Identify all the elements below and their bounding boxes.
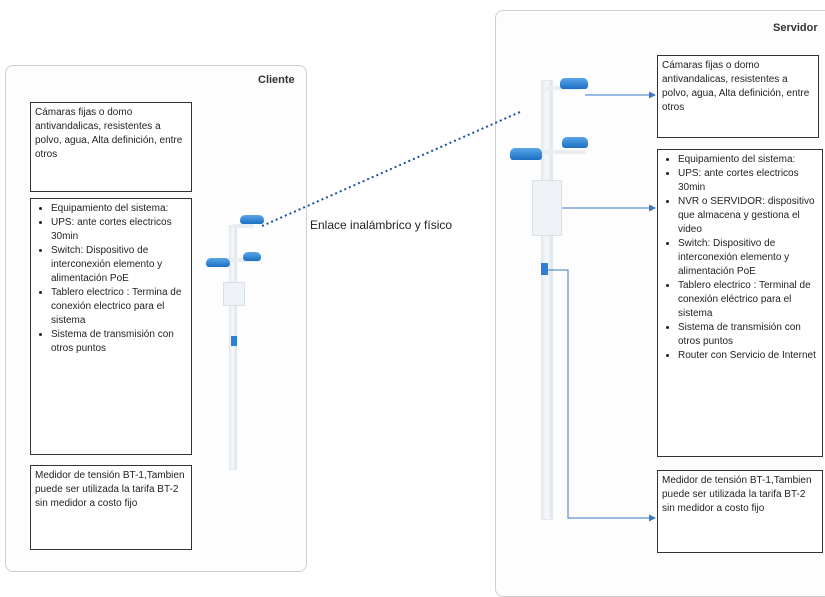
servidor-equipment-item: NVR o SERVIDOR: dispositivo que almacena… xyxy=(678,195,818,237)
servidor-meter-icon xyxy=(541,263,548,275)
servidor-pole xyxy=(541,80,553,520)
servidor-cameras-text: Cámaras fijas o domo antivandalicas, res… xyxy=(662,60,810,113)
cliente-cameras-text: Cámaras fijas o domo antivandalicas, res… xyxy=(35,107,183,160)
cliente-equipment-item: UPS: ante cortes electricos 30min xyxy=(51,216,187,244)
cliente-equipment-item: Sistema de transmisión con otros puntos xyxy=(51,328,187,356)
cliente-meter-text: Medidor de tensión BT-1,Tambien puede se… xyxy=(35,470,185,509)
cliente-meter-icon xyxy=(231,336,237,346)
servidor-camera-icon xyxy=(562,137,588,148)
cliente-camera-icon xyxy=(206,258,230,267)
servidor-cabinet xyxy=(532,180,562,236)
cliente-title: Cliente xyxy=(258,74,295,86)
cliente-cameras-box: Cámaras fijas o domo antivandalicas, res… xyxy=(30,102,192,192)
cliente-equipment-list: Equipamiento del sistema: UPS: ante cort… xyxy=(35,202,187,356)
servidor-equipment-item: Sistema de transmisión con otros puntos xyxy=(678,321,818,349)
cliente-equipment-item: Switch: Dispositivo de interconexión ele… xyxy=(51,244,187,286)
cliente-camera-icon xyxy=(243,252,261,261)
servidor-camera-icon xyxy=(560,78,588,89)
cliente-cabinet xyxy=(223,282,245,306)
servidor-equipment-list: Equipamiento del sistema: UPS: ante cort… xyxy=(662,153,818,363)
cliente-equipment-item: Equipamiento del sistema: xyxy=(51,202,187,216)
servidor-equipment-item: Equipamiento del sistema: xyxy=(678,153,818,167)
servidor-equipment-box: Equipamiento del sistema: UPS: ante cort… xyxy=(657,149,823,457)
link-label: Enlace inalámbrico y físico xyxy=(310,218,453,232)
cliente-pole-arm xyxy=(232,224,254,228)
servidor-title: Servidor xyxy=(773,22,818,34)
servidor-equipment-item: Tablero electrico : Terminal de conexión… xyxy=(678,279,818,321)
servidor-equipment-item: UPS: ante cortes electricos 30min xyxy=(678,167,818,195)
servidor-meter-text: Medidor de tensión BT-1,Tambien puede se… xyxy=(662,475,812,514)
cliente-equipment-item: Tablero electrico : Termina de conexión … xyxy=(51,286,187,328)
cliente-pole-arm xyxy=(210,258,260,262)
servidor-equipment-item: Router con Servicio de Internet xyxy=(678,349,818,363)
cliente-meter-box: Medidor de tensión BT-1,Tambien puede se… xyxy=(30,465,192,550)
servidor-camera-icon xyxy=(510,148,542,160)
servidor-pole-arm xyxy=(512,150,586,154)
servidor-cameras-box: Cámaras fijas o domo antivandalicas, res… xyxy=(657,55,819,138)
servidor-equipment-item: Switch: Dispositivo de interconexión ele… xyxy=(678,237,818,279)
servidor-meter-box: Medidor de tensión BT-1,Tambien puede se… xyxy=(657,470,823,553)
cliente-equipment-box: Equipamiento del sistema: UPS: ante cort… xyxy=(30,198,192,455)
cliente-camera-icon xyxy=(240,215,264,224)
